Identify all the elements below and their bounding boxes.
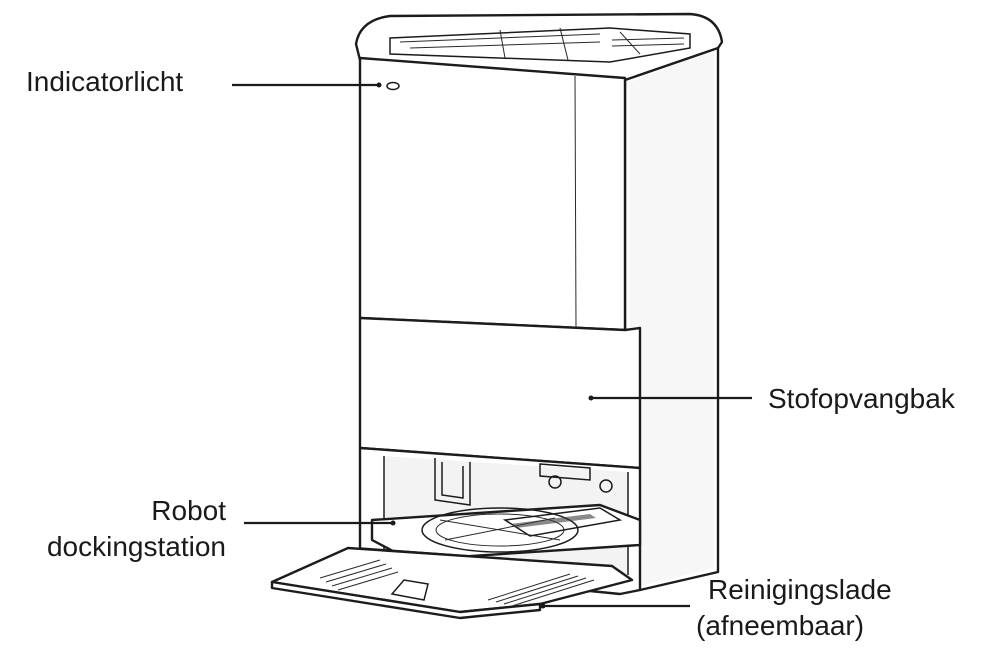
- label-cleaning-tray-line1: Reinigingslade: [708, 574, 892, 605]
- docking-platform: [370, 503, 642, 562]
- station-body: [354, 12, 724, 596]
- label-robot-dock-line2: dockingstation: [46, 531, 226, 562]
- label-robot-dock-line1: Robot: [151, 495, 226, 526]
- cleaning-tray: [270, 546, 634, 620]
- label-dust-bin: Stofopvangbak: [768, 383, 955, 414]
- indicator-light: [386, 81, 400, 91]
- label-indicator-light: Indicatorlicht: [26, 66, 184, 97]
- top-vent-grille: [389, 27, 691, 63]
- label-cleaning-tray-line2: (afneembaar): [696, 610, 865, 641]
- callouts: [232, 82, 752, 609]
